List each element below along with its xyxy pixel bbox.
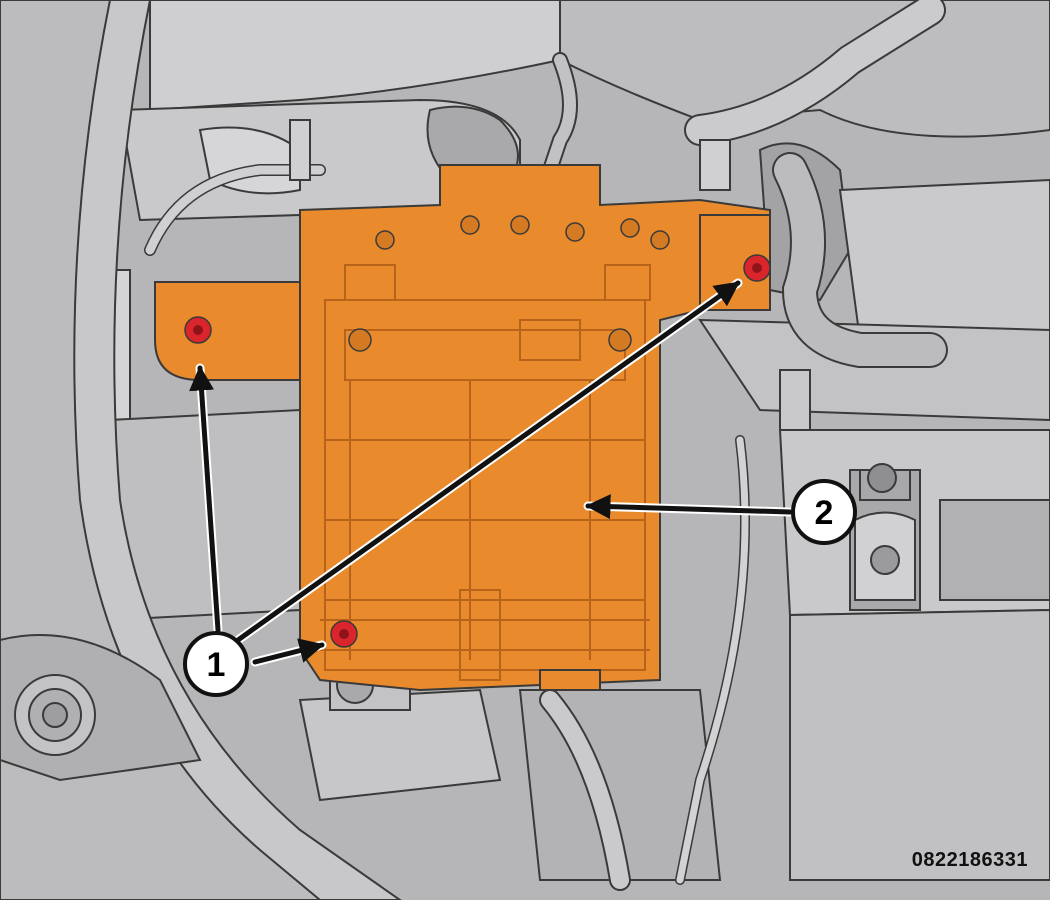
fastener-upper-right xyxy=(743,254,771,282)
arrow-1-to-bracket-fastener xyxy=(189,363,223,635)
arrow-1-to-lower-fastener xyxy=(250,638,327,667)
fastener-lower xyxy=(330,620,358,648)
battery-terminal xyxy=(854,463,916,601)
arrow-1-to-upper-right-fastener xyxy=(233,278,743,645)
arrow-2-to-module xyxy=(583,494,795,520)
hoses xyxy=(144,0,948,891)
figure-reference-number: 0822186331 xyxy=(911,849,1028,871)
callout-1-label: 1 xyxy=(207,646,226,684)
callout-2: 2 xyxy=(791,479,857,545)
callout-1: 1 xyxy=(183,631,249,697)
callout-2-label: 2 xyxy=(815,494,834,532)
fastener-bracket xyxy=(184,316,212,344)
leader-arrows xyxy=(189,278,795,667)
grommet xyxy=(14,674,96,756)
fasteners xyxy=(184,254,771,648)
